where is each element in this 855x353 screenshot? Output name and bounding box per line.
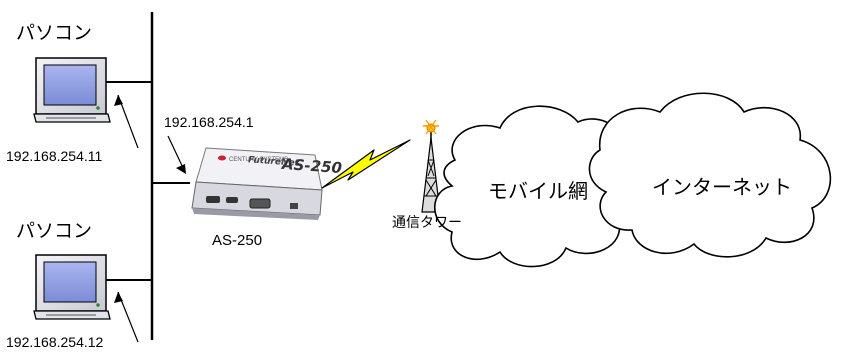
pc1-ip-address: 192.168.254.11	[6, 148, 103, 164]
arrow-head-icon	[176, 164, 186, 174]
router-device-icon: CENTURY SYSTEMS	[191, 147, 323, 220]
internet-cloud	[588, 92, 832, 258]
tower-label: 通信タワー	[392, 215, 462, 231]
svg-text:CENTURY SYSTEMS: CENTURY SYSTEMS	[229, 157, 288, 163]
pc1-title: パソコン	[16, 22, 93, 44]
desktop-computer-icon	[33, 254, 111, 320]
router-ip-address: 192.168.254.1	[164, 114, 254, 130]
arrow-head-icon	[114, 292, 123, 303]
mobile-network-cloud	[434, 105, 641, 268]
mobile-network-label: モバイル網	[488, 179, 588, 203]
desktop-computer-icon	[33, 57, 111, 123]
pc2-title: パソコン	[16, 220, 93, 242]
lightning-bolt-icon	[321, 139, 411, 189]
arrow-head-icon	[114, 95, 123, 106]
antenna-tower-icon	[421, 119, 441, 213]
pc2-ip-address: 192.168.254.12	[6, 334, 104, 350]
internet-label: インターネット	[652, 175, 792, 199]
router-model-label: AS-250	[212, 232, 263, 249]
router-model-badge: AS-250	[281, 154, 343, 178]
